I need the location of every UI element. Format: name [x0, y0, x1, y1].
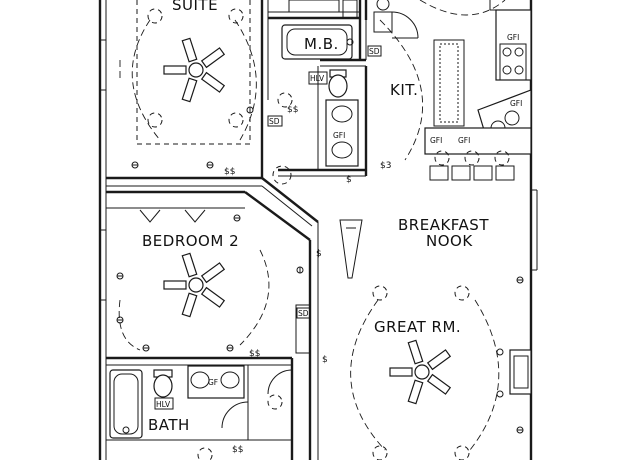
room-label-breakfast-nook: NOOK — [426, 232, 473, 250]
outlet-icon — [116, 214, 304, 352]
breakfast-nook: BREAKFAST NOOK $ — [316, 216, 524, 284]
master-bath: M.B. HLV GFI SD SD $$ — [267, 0, 419, 185]
bar-stool-icon — [429, 165, 515, 181]
room-label-master-bath: M.B. — [304, 35, 339, 53]
switch-label: $$ — [249, 349, 260, 359]
ceiling-fan-icon — [163, 252, 226, 318]
outlet-icon — [131, 106, 254, 169]
great-room: GREAT RM. $ — [322, 285, 532, 460]
gfi-label: GFI — [507, 33, 519, 42]
switch-label: $ — [316, 249, 322, 259]
gfi-label: GFI — [458, 136, 470, 145]
room-label-bedroom-2: BEDROOM 2 — [142, 232, 239, 250]
gfi-label: GFI — [510, 99, 522, 108]
ceiling-fan-icon — [389, 339, 452, 405]
recessed-light-icon — [147, 8, 244, 128]
switch-label: $ — [322, 355, 328, 365]
room-label-bath: BATH — [148, 416, 190, 434]
hvac-vent-label: HLV — [156, 400, 171, 409]
suite: $$ SUITE — [119, 0, 257, 177]
room-label-kitchen: KIT. — [390, 81, 418, 99]
gfi-label: GFI — [430, 136, 442, 145]
smoke-detector-label: SD — [269, 117, 280, 126]
switch-label: $$ — [232, 445, 243, 455]
room-label-great-room: GREAT RM. — [374, 318, 461, 336]
switch-label: $$ — [224, 167, 235, 177]
walls — [98, 0, 538, 460]
bedroom-2: BEDROOM 2 SD $$ — [116, 214, 311, 395]
fireplace-icon — [496, 348, 532, 398]
range-icon — [499, 43, 527, 81]
switch-label: $3 — [380, 161, 391, 171]
gfi-label: GF — [208, 378, 218, 387]
room-label-breakfast-nook: BREAKFAST — [398, 216, 489, 234]
kitchen: KIT. GFI GFI GFI GFI $3 — [346, 0, 532, 185]
switch-label: $$ — [287, 105, 298, 115]
switch-label: $ — [346, 175, 352, 185]
smoke-detector-label: SD — [298, 309, 309, 318]
ceiling-fan-icon — [163, 37, 226, 103]
hvac-vent-label: HLV — [310, 74, 325, 83]
gfi-label: GFI — [333, 131, 345, 140]
smoke-detector-label: SD — [369, 47, 380, 56]
room-label-suite: SUITE — [172, 0, 218, 14]
bath: HLV GF BATH $$ — [109, 365, 283, 460]
recessed-light-icon — [372, 285, 470, 460]
